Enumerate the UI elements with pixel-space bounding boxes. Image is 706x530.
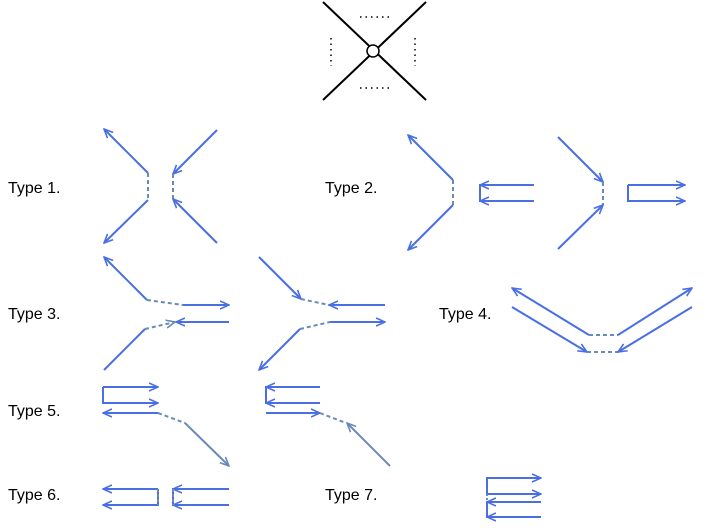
type-3-diagram xyxy=(104,257,385,370)
label-type-7: Type 7. xyxy=(325,487,378,504)
type3-right-connector-top xyxy=(300,298,330,306)
type3-left-connector-top xyxy=(146,299,184,306)
type5-left-loop xyxy=(102,386,158,404)
type6-right-loop xyxy=(172,488,229,506)
type5-right-loop xyxy=(265,386,320,404)
type5-left-connector xyxy=(157,412,186,424)
type3-left-arrow-up xyxy=(104,257,148,301)
vertex-diagram xyxy=(322,1,427,101)
type-7-diagram xyxy=(486,477,541,518)
type2-right-arrow-in-bottom xyxy=(557,205,603,250)
type6-left-loop xyxy=(103,488,159,506)
vertex-circle xyxy=(366,44,380,58)
type1-arrow-down-left xyxy=(104,199,149,243)
type4-arrow-up-left xyxy=(512,288,590,336)
type7-lower-loop xyxy=(486,501,541,518)
type-2-diagram xyxy=(408,135,685,250)
type3-right-arrow-down xyxy=(259,328,301,370)
type3-right-connector-bottom xyxy=(299,321,331,330)
label-type-4: Type 4. xyxy=(439,306,492,323)
type7-upper-loop xyxy=(486,477,541,495)
type5-right-arrow-in xyxy=(347,423,391,467)
type3-left-connector-bottom xyxy=(144,322,175,330)
type-5-diagram xyxy=(102,386,391,467)
type2-left-loop xyxy=(479,184,534,202)
type2-left-arrow-up xyxy=(408,135,454,181)
type2-right-loop xyxy=(627,185,685,202)
type4-arrow-in-right xyxy=(618,306,693,352)
type2-left-arrow-down xyxy=(408,204,454,250)
type-6-diagram xyxy=(103,489,229,505)
type3-left-line-in xyxy=(103,328,146,371)
type1-arrow-up-left xyxy=(104,129,149,174)
type4-arrow-in-left xyxy=(511,306,587,352)
type3-right-arrow-in xyxy=(258,256,301,299)
label-type-2: Type 2. xyxy=(325,180,378,197)
type5-right-connector xyxy=(319,412,347,424)
type5-left-arrow-down xyxy=(184,422,229,466)
type4-arrow-up-right xyxy=(617,288,692,336)
label-type-5: Type 5. xyxy=(8,403,61,420)
label-type-6: Type 6. xyxy=(8,487,61,504)
type2-right-arrow-in-top xyxy=(557,136,603,182)
label-type-1: Type 1. xyxy=(8,180,61,197)
type1-arrow-in-bottom xyxy=(173,199,218,244)
type-4-diagram xyxy=(512,288,692,352)
type1-arrow-in-top xyxy=(173,129,218,174)
type-1-diagram xyxy=(104,129,218,244)
label-type-3: Type 3. xyxy=(8,306,61,323)
